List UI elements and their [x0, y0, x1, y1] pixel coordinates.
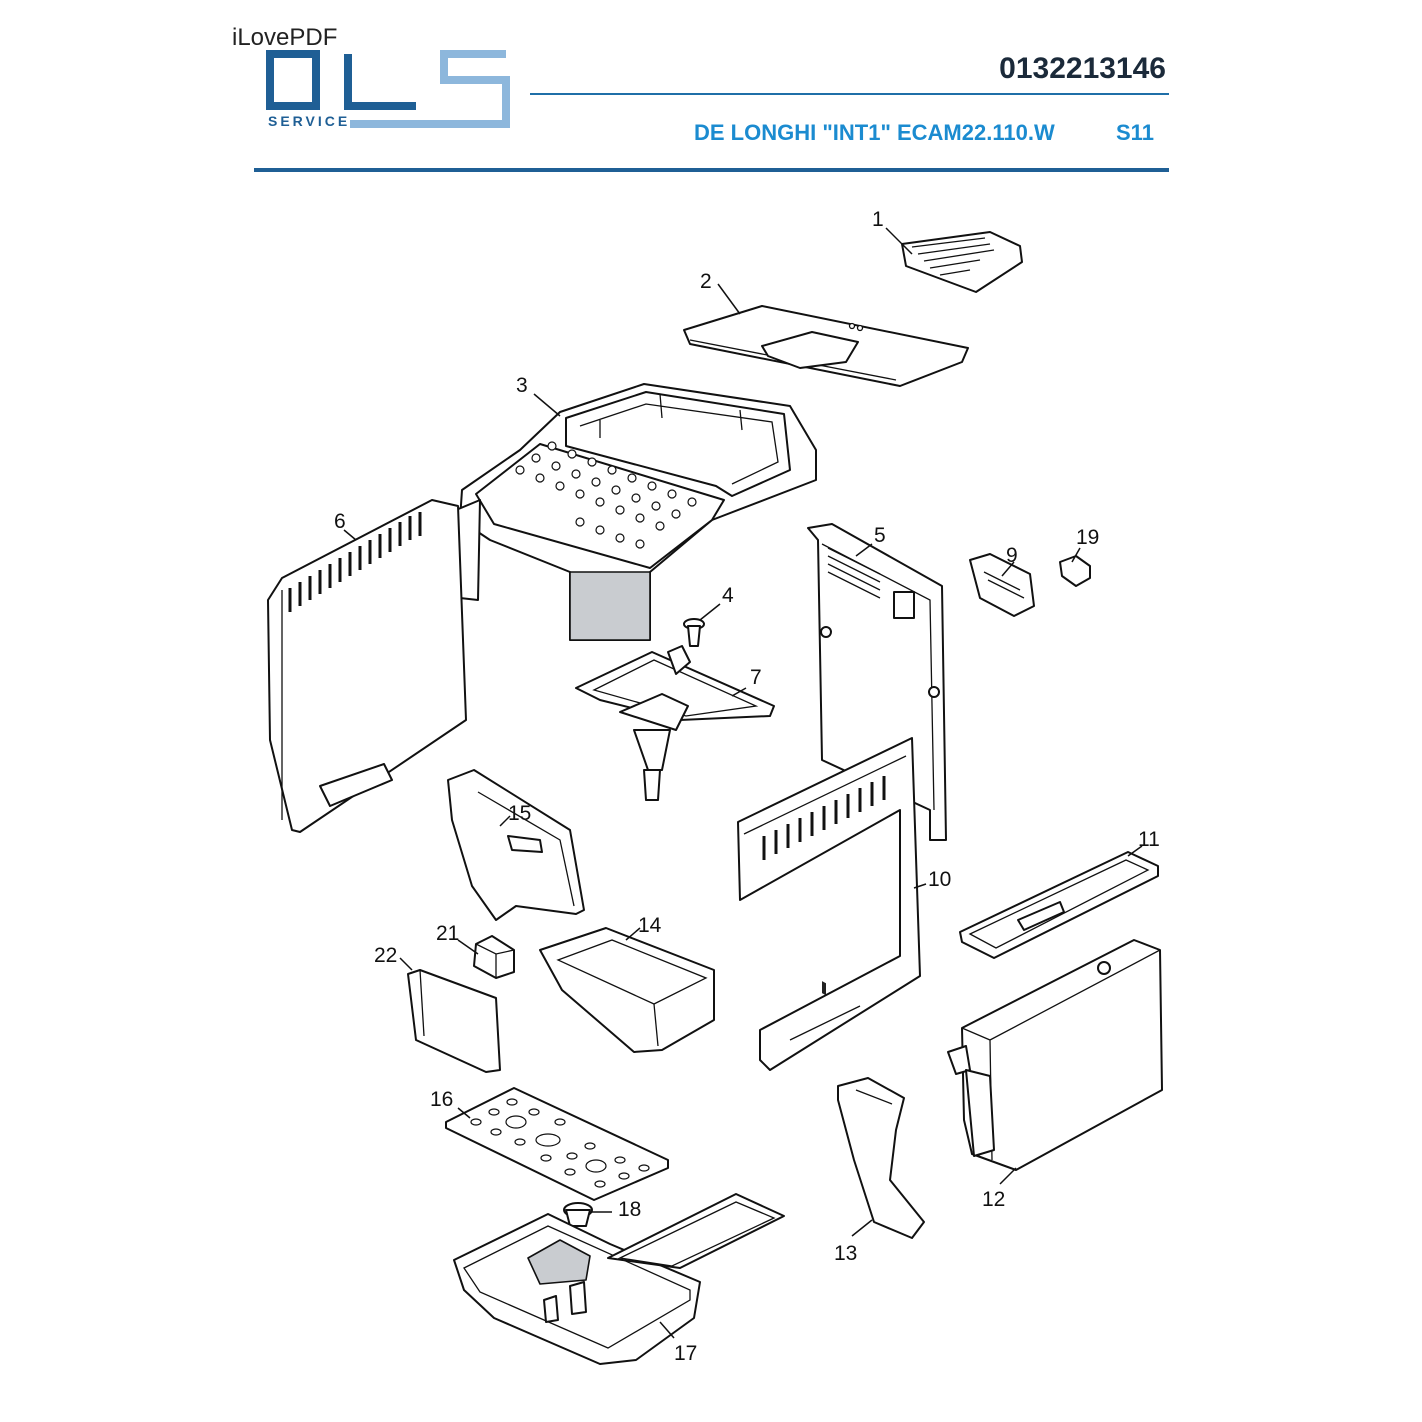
- part-2-lid: [683, 305, 969, 387]
- callout-12: 12: [982, 1188, 1005, 1211]
- callout-leaders: [343, 227, 1143, 1339]
- part-1-grille: [901, 231, 1023, 293]
- model-title: DE LONGHI "INT1" ECAM22.110.W: [694, 120, 1055, 145]
- callout-2: 2: [700, 270, 712, 293]
- part-12-water-tank: [947, 939, 1163, 1171]
- callout-18: 18: [618, 1198, 641, 1221]
- callout-1: 1: [872, 208, 884, 231]
- document-number: 0132213146: [999, 52, 1166, 85]
- callout-9: 9: [1006, 544, 1018, 567]
- part-4-knob: [683, 618, 705, 647]
- part-15-dispenser-housing: [447, 769, 585, 921]
- part-10-front-panel: [737, 737, 921, 1071]
- part-22-cover-plate: [407, 969, 501, 1073]
- callout-numbers: 1 2 3 4 5 6 7 9 10 11 12 13 14 15 16 17 …: [334, 208, 1160, 1365]
- part-6-left-panel: [267, 499, 467, 833]
- callout-16: 16: [430, 1088, 453, 1111]
- part-19-connector: [1059, 555, 1091, 587]
- part-3-top-frame: [455, 383, 817, 641]
- part-21-clip: [473, 935, 515, 979]
- callout-22: 22: [374, 944, 397, 967]
- callout-6: 6: [334, 510, 346, 533]
- part-11-reservoir-lid: [959, 851, 1159, 959]
- part-16-cup-grille: [445, 1087, 669, 1201]
- callout-17: 17: [674, 1342, 697, 1365]
- part-9-bracket: [969, 553, 1035, 617]
- callout-19: 19: [1076, 526, 1099, 549]
- callout-7: 7: [750, 666, 762, 689]
- part-7-funnel-tray: [575, 645, 775, 801]
- dls-service-logo: SERVICE: [266, 50, 510, 129]
- callout-15: 15: [508, 802, 531, 825]
- part-13-side-trim: [837, 1077, 925, 1239]
- header-rule-top: [530, 93, 1169, 95]
- watermark-text: iLovePDF: [232, 24, 338, 51]
- header-rule-bottom: [254, 168, 1169, 172]
- sheet-code: S11: [1116, 120, 1154, 145]
- logo-service-text: SERVICE: [268, 113, 350, 129]
- part-18-float: [563, 1202, 593, 1227]
- callout-3: 3: [516, 374, 528, 397]
- callout-21: 21: [436, 922, 459, 945]
- callout-5: 5: [874, 524, 886, 547]
- part-17-drip-tray: [453, 1193, 785, 1365]
- callout-13: 13: [834, 1242, 857, 1265]
- callout-4: 4: [722, 584, 734, 607]
- part-14-grounds-container: [539, 927, 715, 1053]
- callout-11: 11: [1138, 828, 1160, 851]
- callout-14: 14: [638, 914, 662, 937]
- callout-10: 10: [928, 868, 951, 891]
